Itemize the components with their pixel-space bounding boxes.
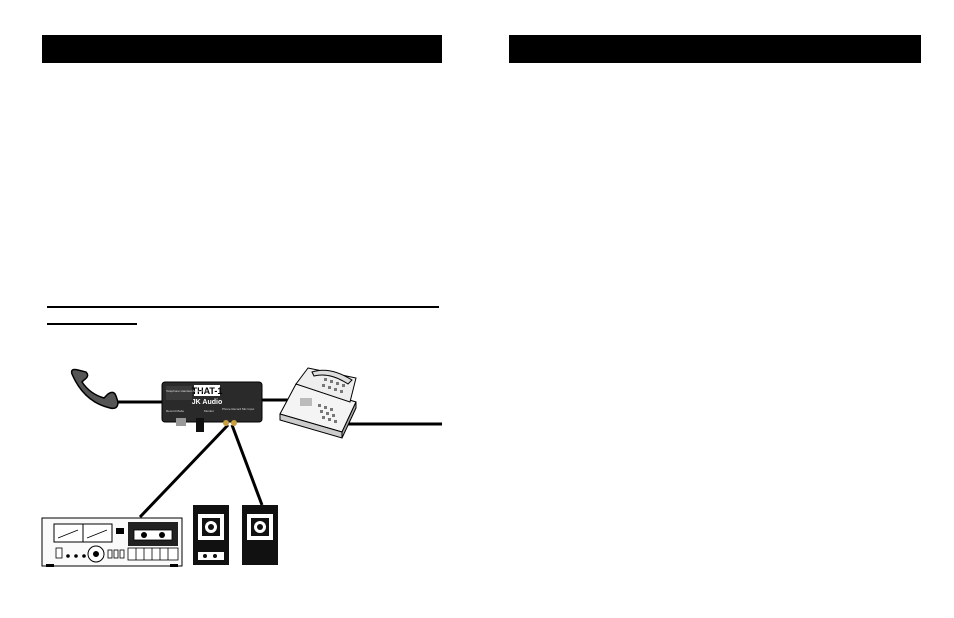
interface-switch-label: Record Mode xyxy=(166,409,184,413)
speaker-right-icon xyxy=(242,505,278,565)
tape-recorder-icon xyxy=(41,517,183,567)
interface-side-label: Telephone Handset Audio Tap xyxy=(166,389,206,393)
interface-maker-label: JK Audio xyxy=(192,399,222,406)
interface-jack-label-monitor: Monitor xyxy=(204,409,214,413)
desk-phone-icon xyxy=(279,367,357,439)
speaker-left-icon xyxy=(193,505,229,565)
right-section-header-bar xyxy=(509,35,921,63)
interface-box-icon xyxy=(161,381,263,432)
handset-icon xyxy=(70,368,119,410)
recorder-cable xyxy=(138,423,230,519)
interface-jack-label-mic-input: Mic Input xyxy=(242,407,254,411)
left-section-header-bar xyxy=(42,35,442,63)
speaker-cable xyxy=(230,424,264,506)
interface-jack-label-phone-record: Phone Record xyxy=(222,407,242,411)
heading-underline-1 xyxy=(47,306,439,308)
heading-underline-2 xyxy=(47,323,137,325)
interface-brand-label: THAT-1 xyxy=(192,386,223,396)
